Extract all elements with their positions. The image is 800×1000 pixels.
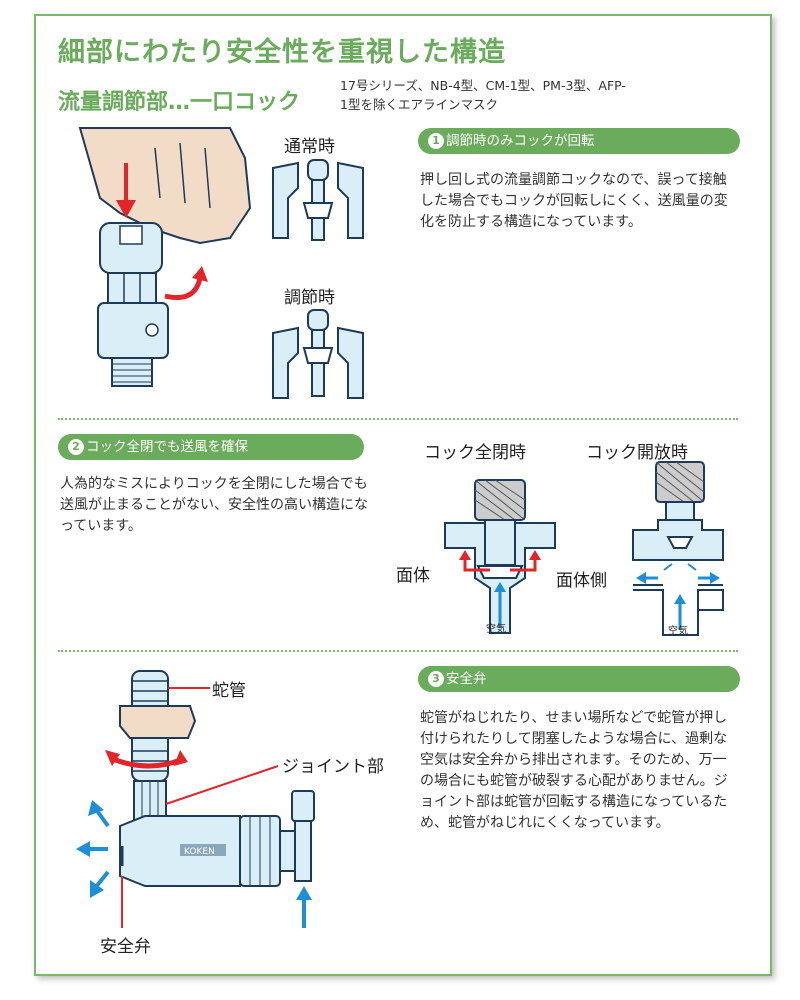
section2-body: 人為的なミスによりコックを全閉にした場合でも送風が止まることがない、安全性の高い… [60,476,368,534]
label-normal-state: 通常時 [284,137,335,157]
section-subtitle: 流量調節部…一口コック [58,90,301,115]
label-face-side: 面体側 [556,571,607,591]
cock-normal-diagram [272,159,364,241]
label-cock-open: コック開放時 [586,443,688,463]
label-joint: ジョイント部 [282,757,384,777]
section1-body: 押し回し式の流量調節コックなので、誤って接触した場合でもコックが回転しにくく、送… [420,172,728,230]
label-cock-closed: コック全閉時 [424,443,526,463]
section1-number: 1 [428,133,444,149]
section3-heading-text: 安全弁 [446,671,487,687]
label-adjust-state: 調節時 [284,288,335,308]
brand-label: KOKEN [184,847,215,857]
cock-open-diagram [632,461,724,636]
label-safety-valve: 安全弁 [100,937,151,957]
safety-valve-illustration: KOKEN [76,670,315,928]
exception-note: 17号シリーズ、NB-4型、CM-1型、PM-3型、AFP-1型を除くエアライン… [340,78,626,112]
section3-body: 蛇管がねじれたり、せまい場所などで蛇管が押し付けられたりして閉塞したような場合に… [420,710,728,831]
label-air-open: 空気 [668,626,688,637]
cock-closed-diagram [444,479,556,634]
page-title: 細部にわたり安全性を重視した構造 [58,37,506,68]
cock-adjust-diagram [272,309,364,399]
label-face: 面体 [396,566,430,586]
label-air-closed: 空気 [486,624,506,635]
divider-2 [58,650,738,652]
section3-number: 3 [428,671,444,687]
divider-1 [58,418,738,420]
section2-heading-text: コック全閉でも送風を確保 [86,439,248,455]
label-hose: 蛇管 [212,681,246,701]
cock-hand-illustration [78,127,252,387]
section1-heading-text: 調節時のみコックが回転 [446,133,595,149]
section2-number: 2 [68,439,84,455]
